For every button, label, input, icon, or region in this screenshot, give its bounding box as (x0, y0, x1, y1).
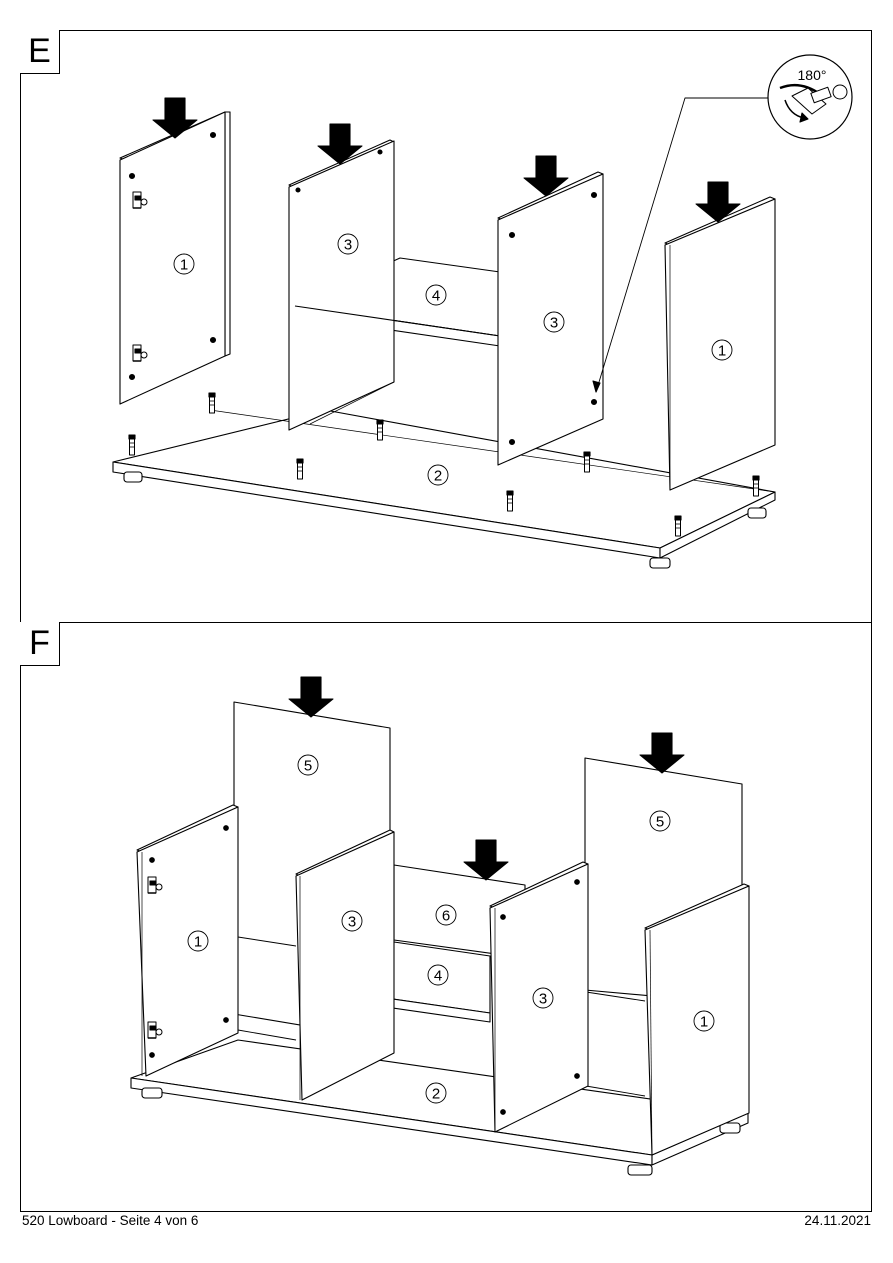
part-number: 4 (434, 968, 442, 985)
e-middle-panel-left (288, 139, 395, 431)
part-number: 5 (304, 758, 312, 775)
down-arrow-icon (463, 839, 509, 881)
leader-line (595, 97, 772, 393)
dowel-icon (376, 419, 384, 441)
part-number: 1 (700, 1014, 708, 1031)
part-number: 6 (442, 908, 450, 925)
down-arrow-icon (288, 676, 334, 718)
dowel-icon (128, 434, 136, 456)
rotation-angle: 180° (798, 67, 827, 83)
rotation-detail-icon (767, 54, 853, 140)
down-arrow-icon (639, 732, 685, 774)
footer-date: 24.11.2021 (804, 1213, 871, 1228)
dowel-icon (752, 475, 760, 497)
part-number: 3 (348, 914, 356, 931)
part-number: 1 (194, 934, 202, 951)
part-number: 1 (718, 343, 726, 360)
step-f-part-labels (187, 754, 715, 1104)
dowel-icon (506, 490, 514, 512)
step-f-label: F (20, 622, 60, 666)
step-e-part-labels (173, 233, 733, 486)
part-number: 3 (550, 315, 558, 332)
step-e-drawing (112, 54, 853, 569)
dowel-icon (296, 458, 304, 480)
step-divider (20, 622, 872, 623)
dowel-icon (583, 451, 591, 473)
step-e-label: E (20, 30, 60, 74)
dowel-icon (208, 392, 216, 414)
f-left-side-panel (136, 804, 239, 1077)
e-left-side-panel (119, 111, 231, 405)
part-number: 4 (432, 288, 440, 305)
part-number: 1 (180, 257, 188, 274)
part-number: 3 (539, 991, 547, 1008)
dowel-icon (674, 515, 682, 537)
part-number: 2 (432, 1086, 440, 1103)
part-number: 5 (656, 814, 664, 831)
f-middle-panel-left (295, 829, 395, 1101)
part-number: 2 (434, 468, 442, 485)
page-frame (20, 30, 872, 1212)
part-number: 3 (344, 237, 352, 254)
footer-document-title: 520 Lowboard - Seite 4 von 6 (22, 1213, 199, 1228)
